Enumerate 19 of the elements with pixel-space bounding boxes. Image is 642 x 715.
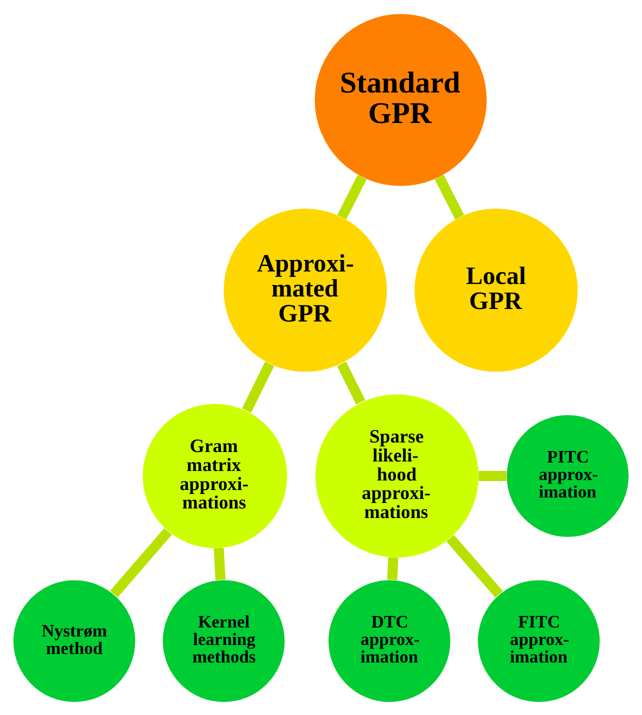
connector (242, 361, 274, 412)
connector (337, 361, 366, 404)
node-circle: Gram matrix approxi- mations (142, 403, 288, 548)
node-circle: PITC approx- imation (506, 414, 629, 536)
node-circle: Sparse likeli- hood approxi- mations (315, 394, 479, 558)
node-circle: Nystrøm method (13, 580, 136, 702)
node-circle: Local GPR (414, 208, 578, 372)
connector (446, 534, 503, 598)
node-circle: Standard GPR (314, 14, 487, 186)
connector (110, 528, 172, 597)
connector (434, 174, 464, 219)
node-circle: FITC approx- imation (478, 580, 600, 702)
node-circle: DTC approx- imation (328, 580, 450, 702)
node-circle: Kernel learning methods (162, 580, 285, 702)
connector (337, 174, 367, 219)
connector (387, 556, 398, 580)
node-circle: Approxi- mated GPR (224, 208, 387, 372)
connector (478, 470, 506, 481)
connector (214, 547, 226, 580)
